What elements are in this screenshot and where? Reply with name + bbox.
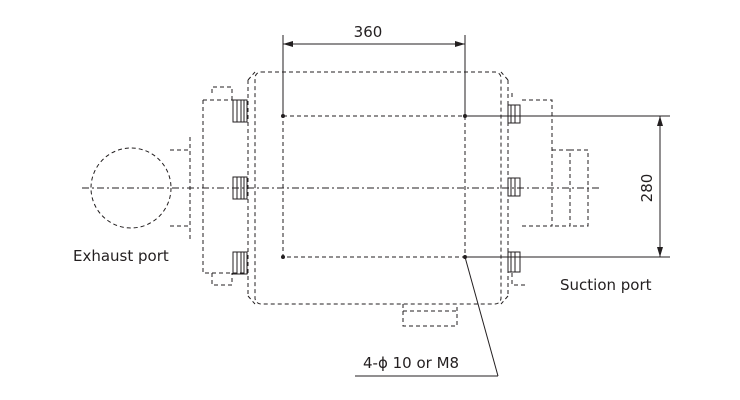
bolt [232, 99, 248, 123]
exhaust-port-label: Exhaust port [73, 247, 169, 265]
width-dimension-label: 360 [354, 23, 383, 41]
bolt [507, 104, 521, 124]
exhaust-port-outline [90, 147, 172, 229]
mounting-hole-leader [355, 256, 499, 377]
mounting-hole-pattern [281, 114, 467, 259]
suction-port-label: Suction port [560, 276, 652, 294]
bolt [232, 251, 248, 275]
suction-side-assembly [507, 93, 589, 286]
mounting-hole [281, 255, 285, 259]
bolt [507, 251, 521, 273]
bottom-bracket [402, 304, 458, 327]
mounting-holes-label: 4-ϕ 10 or M8 [363, 354, 459, 372]
width-dimension: 360 [282, 23, 466, 116]
bolt [507, 177, 521, 197]
height-dimension-label: 280 [638, 174, 656, 203]
height-dimension: 280 [467, 115, 670, 258]
